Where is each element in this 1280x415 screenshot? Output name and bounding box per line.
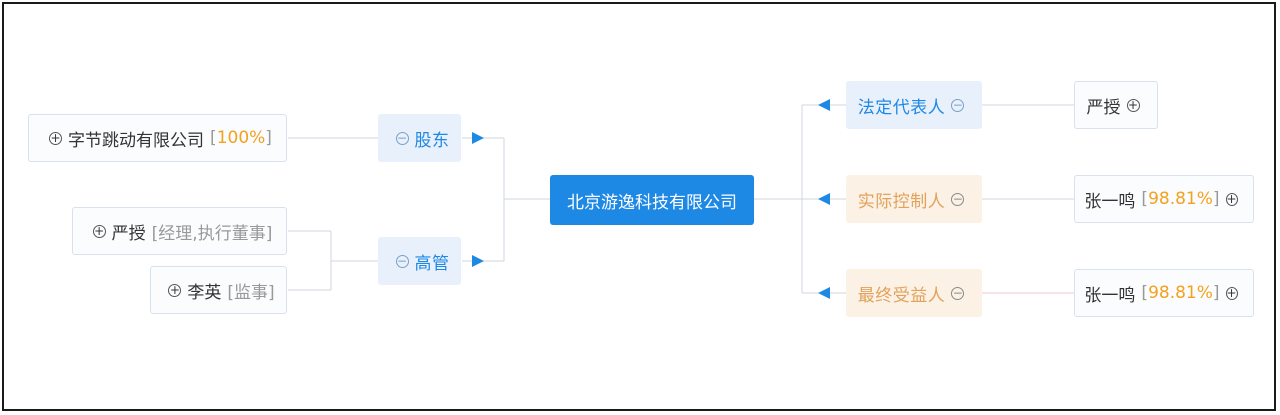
plus-circle-icon[interactable]: + <box>1225 286 1238 300</box>
category-shareholder[interactable]: − 股东 <box>378 114 461 162</box>
manager-node[interactable]: + 李英 [监事] <box>150 266 287 314</box>
category-label: 法定代表人 <box>857 97 946 118</box>
manager-name: 李英 <box>187 282 222 303</box>
minus-circle-icon[interactable]: − <box>395 131 409 145</box>
plus-circle-icon[interactable]: + <box>168 283 182 297</box>
ultimate-beneficiary-node[interactable]: 张一鸣 [98.81%] + <box>1074 269 1254 317</box>
category-label: 股东 <box>414 130 450 151</box>
share-percent: 100% <box>216 128 266 148</box>
share-bracket-open: [ <box>210 128 217 148</box>
category-label: 最终受益人 <box>857 285 946 306</box>
minus-circle-icon[interactable]: − <box>951 192 965 206</box>
arrow-left-icon <box>818 99 830 111</box>
category-legal-representative[interactable]: 法定代表人 − <box>846 81 982 129</box>
connector-lines <box>288 99 1074 299</box>
manager-role: [监事] <box>227 282 275 303</box>
shareholder-company-node[interactable]: + 字节跳动有限公司 [100%] <box>28 114 287 162</box>
minus-circle-icon[interactable]: − <box>951 98 965 112</box>
plus-circle-icon[interactable]: + <box>49 131 63 145</box>
shareholder-company-name: 字节跳动有限公司 <box>68 130 205 151</box>
pct-bracket-close: ] <box>1212 189 1220 209</box>
actual-controller-node[interactable]: 张一鸣 [98.81%] + <box>1074 175 1254 223</box>
category-label: 实际控制人 <box>857 191 946 212</box>
manager-name: 严授 <box>111 223 146 244</box>
person-name: 张一鸣 <box>1084 285 1136 306</box>
pct-bracket-open: [ <box>1141 189 1149 209</box>
person-name: 严授 <box>1086 97 1121 118</box>
holding-percent: 98.81% <box>1148 189 1213 209</box>
manager-role: [经理,执行董事] <box>151 223 273 244</box>
category-label: 高管 <box>414 253 450 274</box>
plus-circle-icon[interactable]: + <box>92 224 106 238</box>
arrow-left-icon <box>818 287 830 299</box>
category-actual-controller[interactable]: 实际控制人 − <box>846 175 982 223</box>
minus-circle-icon[interactable]: − <box>951 286 965 300</box>
category-management[interactable]: − 高管 <box>378 237 461 285</box>
center-company-name: 北京游逸科技有限公司 <box>567 192 737 213</box>
category-ultimate-beneficiary[interactable]: 最终受益人 − <box>846 269 982 317</box>
arrow-right-icon <box>472 255 484 267</box>
legal-representative-node[interactable]: 严授 + <box>1074 81 1158 129</box>
plus-circle-icon[interactable]: + <box>1225 192 1238 206</box>
arrow-left-icon <box>818 193 830 205</box>
holding-percent: 98.81% <box>1148 283 1213 303</box>
center-company-node[interactable]: 北京游逸科技有限公司 <box>550 175 754 225</box>
arrow-right-icon <box>472 132 484 144</box>
pct-bracket-open: [ <box>1141 283 1149 303</box>
plus-circle-icon[interactable]: + <box>1126 98 1140 112</box>
pct-bracket-close: ] <box>1212 283 1220 303</box>
person-name: 张一鸣 <box>1084 191 1136 212</box>
minus-circle-icon[interactable]: − <box>395 254 409 268</box>
share-bracket-close: ] <box>265 128 272 148</box>
manager-node[interactable]: + 严授 [经理,执行董事] <box>72 207 287 255</box>
